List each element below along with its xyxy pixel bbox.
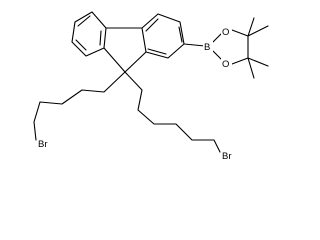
bond-lines	[33, 11, 269, 153]
atom-labels: B O O Br Br	[37, 25, 237, 162]
bromine-right-label: Br	[222, 151, 232, 162]
left-hexyl-chain	[33, 71, 126, 141]
right-ring-inner-double-bonds	[145, 18, 183, 55]
right-benzene-ring	[141, 13, 185, 59]
aryl-boron-bond	[183, 43, 206, 47]
gem-dimethyl-groups	[247, 17, 269, 79]
oxygen-top-label: O	[222, 27, 229, 38]
right-hexyl-chain	[124, 71, 221, 153]
bromine-left-label: Br	[38, 139, 48, 150]
structure-canvas: B O O Br Br	[33, 11, 269, 162]
dioxaborolane-ring	[212, 29, 249, 65]
boron-label: B	[204, 42, 210, 53]
oxygen-bottom-label: O	[222, 59, 229, 70]
c9-bonds	[103, 47, 147, 73]
left-ring-inner-double-bonds	[75, 15, 102, 51]
